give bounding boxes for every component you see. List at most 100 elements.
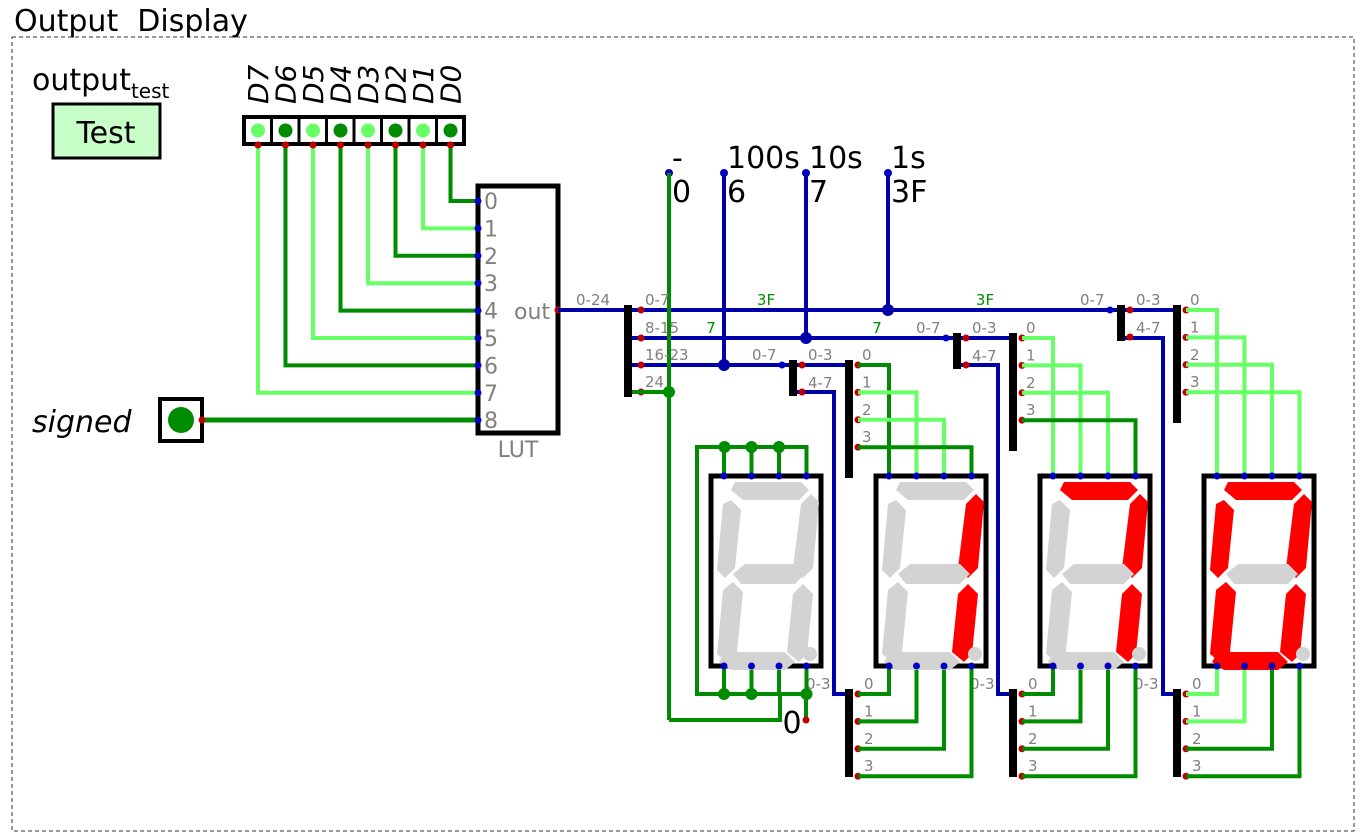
dip-label-1: D6 [270,65,303,104]
nib-label-0-0: 0 [1190,291,1200,309]
digit-display-0-top-pin-3 [803,472,810,480]
probe-value-2: 7 [809,175,828,210]
dip-wire-1 [283,145,478,368]
digit-display-0-seg-f [717,500,741,578]
merge-wire-2-3 [858,666,974,779]
nib-wire-1-3 [1022,418,1138,476]
main-split-pin-1 [637,334,645,342]
lut-input-pin-1 [474,224,482,232]
bus-value-b4: 3F [976,291,994,309]
merge-label-1-0: 0 [1028,675,1038,693]
digit-display-0-seg-b [793,494,819,578]
page-title: Output Display [14,4,248,39]
digit-display-1-bottom-pin-3 [968,662,975,670]
merge-wire-2-2 [858,666,946,751]
merge-splitter-0 [1173,689,1181,777]
nib-wire-1-2 [1022,390,1110,476]
digit-display-1-seg-f [882,500,906,578]
hex-out0-pin-2 [798,361,806,369]
digit-display-3-top-pin-2 [1268,472,1276,480]
merge-label-0-3: 3 [1192,757,1202,775]
lut-input-7: 7 [484,382,498,407]
digit-display-0-seg-e [717,582,743,662]
const-pin [802,716,810,724]
hex-split-out0-0: 0-3 [1136,291,1161,309]
merge-label-2-3: 3 [864,757,874,775]
lut-input-pin-4 [474,307,482,315]
dip-switch-0 [251,123,265,138]
hex-split-in-1: 0-7 [916,319,941,337]
nib-label-0-1: 1 [1190,318,1200,336]
dip-wire-0 [256,145,478,395]
main-split-out-0: 0-7 [645,291,670,309]
probe-name-1: 100s [727,141,800,176]
lut-input-8: 8 [484,409,498,434]
display-frame [11,36,1355,832]
digit-display-1-top-pin-1 [913,472,920,480]
signed-pin [198,416,206,424]
nib-label-0-2: 2 [1190,346,1200,364]
digit-display-0-top-pin-2 [775,472,783,480]
merge-label-1-2: 2 [1028,730,1038,748]
digit-display-3 [1201,472,1317,670]
dip-wire-3 [338,145,478,313]
digit-display-0-dp [803,647,817,661]
nib-wire-1-1 [1022,363,1083,476]
merge-label-1-3: 3 [1028,757,1038,775]
probe-name-0: - [672,141,683,176]
dip-label-4: D3 [352,65,385,104]
merge-label-2-2: 2 [864,730,874,748]
nib-label-2-2: 2 [862,401,872,419]
lut-input-4: 4 [484,300,498,325]
nib-wire-0-0 [1186,308,1219,476]
nib-label-2-3: 3 [862,428,872,446]
merge-in-1: 0-3 [970,675,995,693]
dip-switch-2 [306,123,320,138]
lut-input-1: 1 [484,217,498,242]
lut-input-pin-3 [474,279,482,287]
digit-display-1-seg-c [952,584,978,662]
hex-split-out1-2: 4-7 [808,374,833,392]
digit-display-0-seg-g [733,564,805,584]
test-button[interactable]: Test [51,102,162,160]
hex-out1-pin-1 [962,361,970,369]
merge-label-2-0: 0 [864,675,874,693]
sign-to-blank [669,694,782,722]
blank-top-loop [722,445,809,476]
probe-pin-3 [884,169,892,177]
sign-junction [663,386,675,398]
blank-top-junction-1 [745,441,758,453]
digit-display-2 [1037,472,1153,670]
merge-label-0-2: 2 [1192,730,1202,748]
dip-pin-3 [337,141,344,149]
dip-wires [254,141,478,395]
digit-display-0-bottom-pin-1 [748,662,755,670]
blank-top-junction-2 [773,441,785,453]
signed-label: signed [32,405,132,440]
digit-display-2-top-pin-2 [1104,472,1112,480]
digit-display-1-dp [968,647,982,661]
lut-label: LUT [498,438,539,463]
hex-split-out0-1: 0-3 [972,319,997,337]
digit-display-2-bottom-pin-0 [1049,662,1057,670]
digit-display-0-top-pin-1 [748,472,755,480]
main-split-out-3: 24 [645,373,664,391]
hex-split-out1-0: 4-7 [1136,319,1161,337]
hex-out1-pin-2 [798,388,806,396]
merge-wire-2-1 [858,666,919,724]
merge-splitter-2 [845,689,853,777]
digit-display-3-bottom-pin-2 [1268,662,1276,670]
output-label: outputtest [32,63,170,103]
blank-top-junction-0 [718,441,731,453]
lut-input-pin-8 [474,416,482,424]
dip-label-5: D2 [380,65,413,104]
dip-pin-2 [309,141,317,149]
digit-display-3-top-pin-1 [1241,472,1248,480]
signed-input[interactable] [158,397,204,443]
dip-wire-4 [366,145,478,286]
digit-display-1-seg-a [896,482,974,500]
digit-display-0-bottom-pin-2 [775,662,783,670]
